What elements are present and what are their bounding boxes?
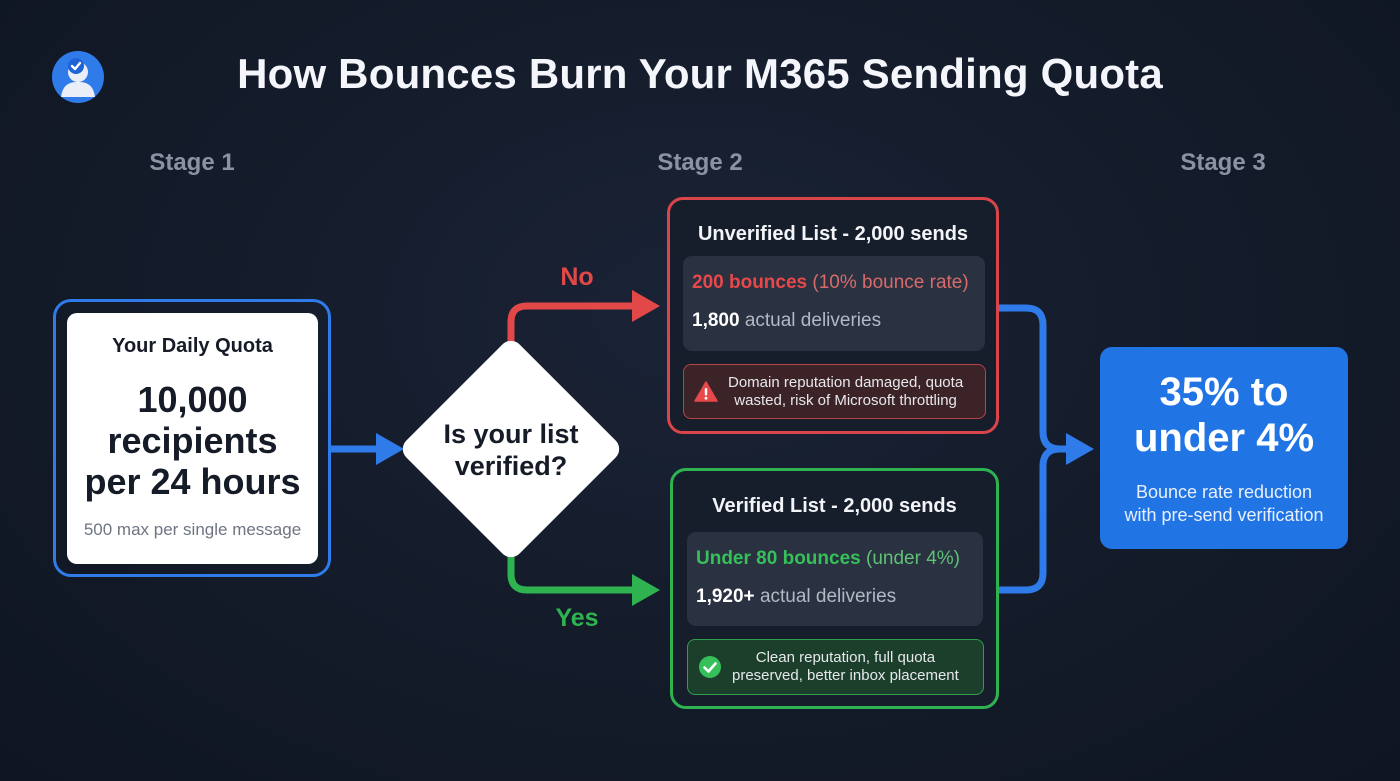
verified-note-text: Clean reputation, full quota preserved, …: [732, 649, 959, 685]
arrow-quota-to-decision-head: [376, 433, 404, 465]
quota-value-line-2: recipients: [107, 420, 278, 461]
unverified-deliveries-line: 1,800 actual deliveries: [692, 310, 881, 332]
unverified-warning-note: Domain reputation damaged, quota wasted,…: [683, 364, 986, 419]
unverified-warning-line-1: Domain reputation damaged, quota: [728, 373, 964, 391]
stage-label-1: Stage 1: [149, 149, 235, 176]
result-caption: Bounce rate reduction with pre-send veri…: [1100, 481, 1348, 527]
unverified-list-card: Unverified List - 2,000 sends 200 bounce…: [667, 197, 999, 434]
unverified-bounces-count: 200 bounces: [692, 272, 808, 293]
verified-note-line-1: Clean reputation, full quota: [755, 649, 936, 666]
verified-bounces-count: Under 80 bounces: [696, 548, 861, 569]
no-branch-arrowhead: [632, 290, 660, 322]
merge-line-bottom: [999, 445, 1061, 594]
verified-bounces-line: Under 80 bounces (under 4%): [696, 548, 960, 570]
unverified-card-title: Unverified List - 2,000 sends: [697, 223, 969, 245]
unverified-deliveries-label: actual deliveries: [744, 310, 882, 331]
result-caption-line-1: Bounce rate reduction: [1135, 482, 1313, 502]
decision-question: Is your list verified?: [412, 418, 610, 482]
unverified-deliveries-count: 1,800: [692, 310, 740, 331]
quota-card: Your Daily Quota 10,000 recipients per 2…: [67, 313, 318, 564]
verified-deliveries-line: 1,920+ actual deliveries: [696, 586, 896, 608]
verified-success-note: Clean reputation, full quota preserved, …: [687, 639, 984, 695]
verified-note-line-2: preserved, better inbox placement: [732, 667, 959, 684]
warning-icon: [694, 380, 718, 402]
no-branch-line: [507, 302, 636, 352]
unverified-warning-text: Domain reputation damaged, quota wasted,…: [728, 374, 963, 410]
verified-deliveries-label: actual deliveries: [759, 586, 897, 607]
yes-label: Yes: [555, 604, 599, 632]
quota-heading: Your Daily Quota: [112, 335, 273, 357]
result-value-line-1: 35% to: [1159, 370, 1289, 414]
result-caption-line-2: with pre-send verification: [1124, 505, 1324, 525]
no-label: No: [560, 263, 594, 291]
quota-card-frame: [53, 299, 331, 577]
quota-value: 10,000 recipients per 24 hours: [67, 379, 318, 502]
stage-label-3: Stage 3: [1180, 149, 1266, 176]
quota-subtext: 500 max per single message: [83, 520, 302, 539]
decision-line-1: Is your list: [443, 419, 579, 449]
yes-branch-arrowhead: [632, 574, 660, 606]
result-value-line-2: under 4%: [1133, 416, 1315, 460]
result-card: 35% to under 4% Bounce rate reduction wi…: [1100, 347, 1348, 549]
verified-user-icon: [52, 51, 104, 103]
quota-value-line-3: per 24 hours: [84, 461, 301, 502]
verified-list-card: Verified List - 2,000 sends Under 80 bou…: [670, 468, 999, 709]
quota-value-line-1: 10,000: [137, 379, 248, 420]
verified-card-title: Verified List - 2,000 sends: [712, 495, 957, 517]
check-circle-icon: [699, 656, 721, 678]
verified-deliveries-count: 1,920+: [696, 586, 755, 607]
yes-branch-line: [507, 547, 636, 594]
page-title: How Bounces Burn Your M365 Sending Quota: [237, 50, 1163, 97]
stage-label-2: Stage 2: [657, 149, 743, 176]
result-value: 35% to under 4%: [1100, 369, 1348, 461]
arrow-to-result-head: [1066, 433, 1094, 465]
unverified-warning-line-2: wasted, risk of Microsoft throttling: [734, 391, 957, 409]
unverified-bounces-line: 200 bounces (10% bounce rate): [692, 272, 969, 294]
unverified-stats: 200 bounces (10% bounce rate) 1,800 actu…: [683, 256, 985, 351]
decision-line-2: verified?: [454, 451, 568, 481]
merge-line-top: [999, 304, 1068, 453]
verified-stats: Under 80 bounces (under 4%) 1,920+ actua…: [687, 532, 983, 626]
unverified-bounce-rate: (10% bounce rate): [812, 272, 969, 293]
verified-bounce-rate: (under 4%): [866, 548, 960, 569]
